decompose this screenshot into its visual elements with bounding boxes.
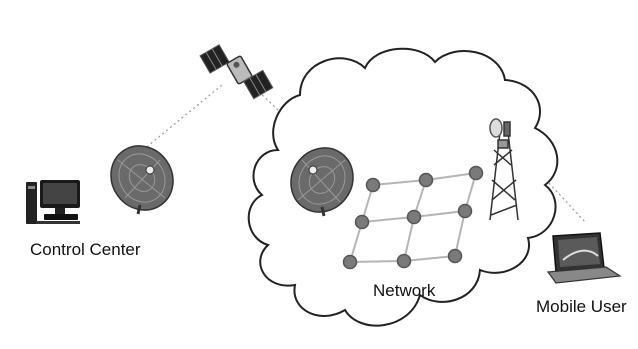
network-node bbox=[468, 165, 484, 181]
network-node bbox=[396, 253, 412, 269]
satellite-dish-icon bbox=[290, 147, 354, 217]
computer-icon bbox=[26, 180, 80, 224]
network-node bbox=[365, 177, 381, 193]
network-node bbox=[457, 203, 473, 219]
network-node bbox=[418, 172, 434, 188]
cell-tower-icon bbox=[489, 118, 519, 221]
laptop-icon bbox=[546, 232, 622, 284]
network-node bbox=[406, 209, 422, 225]
cloud-icon bbox=[247, 47, 559, 327]
control-center-label: Control Center bbox=[30, 240, 141, 259]
satellite-dish-icon bbox=[110, 145, 174, 215]
network-node bbox=[342, 254, 358, 270]
mobile-user-label: Mobile User bbox=[536, 297, 627, 316]
satellite-icon bbox=[199, 44, 274, 100]
network-node bbox=[354, 214, 370, 230]
network-label: Network bbox=[373, 281, 436, 300]
network-node bbox=[447, 248, 463, 264]
network-nodes bbox=[342, 165, 484, 270]
link-dish-to-satellite bbox=[142, 84, 223, 151]
